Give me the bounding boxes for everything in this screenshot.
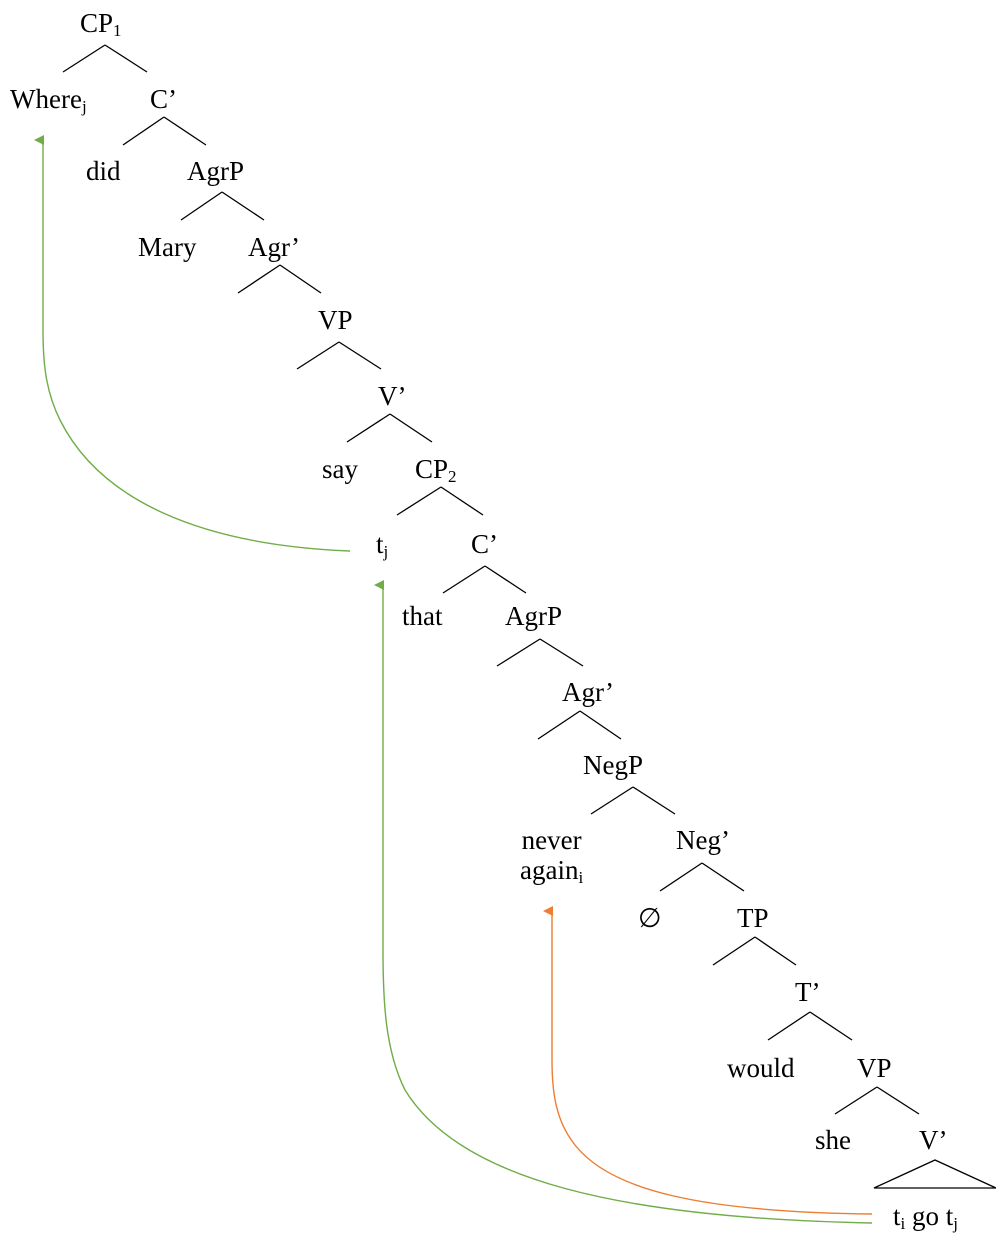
node-never-again-index: i [578,868,584,887]
node-base-go: go [905,1201,946,1231]
node-never-again-line1: never [521,825,582,855]
node-she: she [815,1125,851,1155]
node-neg-bar: Neg’ [676,825,730,855]
branch-negbar-left [659,862,703,892]
node-agr-bar-1: Agr’ [248,232,300,262]
branch-agrp2-right [539,638,584,667]
branch-negbar-right [701,862,745,892]
node-tp: TP [737,903,769,933]
branch-tp-left [712,936,756,966]
node-did: did [86,156,121,186]
branch-vp2-right [876,1086,920,1115]
node-base-trace-i-label: t [893,1201,901,1231]
node-v-bar-2: V’ [919,1125,948,1155]
node-cp1: CP1 [80,8,122,40]
node-c-bar-1: C’ [150,84,177,114]
node-t-bar: T’ [795,977,821,1007]
branch-tbar-left [767,1011,811,1041]
node-base-trace-i-index: i [900,1214,906,1233]
node-never-again-line2: againi [520,855,584,887]
node-agr-bar-2: Agr’ [562,677,614,707]
node-never-again: never againi [520,825,584,887]
node-mary: Mary [138,232,197,262]
branch-agrbar1-right [279,264,322,294]
branch-agrp1-left [180,191,223,221]
node-would: would [727,1053,795,1083]
adverb-movement-arrow [543,906,873,1215]
branch-agrp2-left [496,638,541,667]
branch-agrbar2-right [579,710,622,740]
node-base-trace-j-label: t [945,1201,954,1231]
branch-negp-left [590,786,634,815]
node-cp1-label: CP [80,8,114,38]
node-where-index: j [81,97,87,116]
branch-agrp1-right [221,191,265,221]
branch-agrbar2-left [537,710,581,740]
node-trace-j: tj [376,529,389,561]
node-vp-1: VP [318,305,353,335]
branch-cbar2-left [442,565,486,594]
node-cp2-index: 2 [448,467,457,486]
branch-cbar1-left [122,116,165,146]
node-agrp-1: AgrP [187,156,245,186]
node-base-string: ti go tj [893,1201,958,1233]
node-cp2: CP2 [415,454,457,486]
node-where: Wherej [10,84,87,116]
branch-vp1-left [296,341,340,370]
branch-cp1-left [62,44,106,73]
branch-vp1-right [338,341,382,370]
branch-cp2-right [440,486,484,516]
node-cp1-index: 1 [113,21,122,40]
branch-vbar1-left [346,413,391,443]
node-never-again-line2-label: again [520,855,579,885]
wh-movement-arrow-upper [34,135,351,552]
vbar2-triangle [873,1159,996,1189]
node-vp-2: VP [857,1053,892,1083]
node-say: say [322,454,358,484]
node-that: that [402,601,443,631]
branch-tp-right [754,936,797,966]
node-v-bar-1: V’ [378,381,407,411]
node-cp2-label: CP [415,454,449,484]
branch-vbar1-right [389,413,433,443]
branch-cbar1-right [163,116,207,146]
branch-vp2-left [834,1086,878,1115]
wh-movement-arrow-lower [374,580,873,1224]
node-null-neg: ∅ [638,903,662,933]
branch-negp-right [632,786,676,815]
node-trace-j-label: t [376,529,384,559]
branch-cp1-right [104,44,148,73]
node-negp: NegP [583,750,643,780]
node-base-trace-j-index: j [953,1214,958,1233]
node-trace-j-index: j [383,542,389,561]
node-agrp-2: AgrP [505,601,563,631]
branch-cbar2-right [484,565,527,594]
branch-tbar-right [809,1011,853,1041]
node-c-bar-2: C’ [471,529,498,559]
branch-agrbar1-left [237,264,281,294]
branch-cp2-left [396,486,442,516]
node-where-label: Where [10,84,82,114]
